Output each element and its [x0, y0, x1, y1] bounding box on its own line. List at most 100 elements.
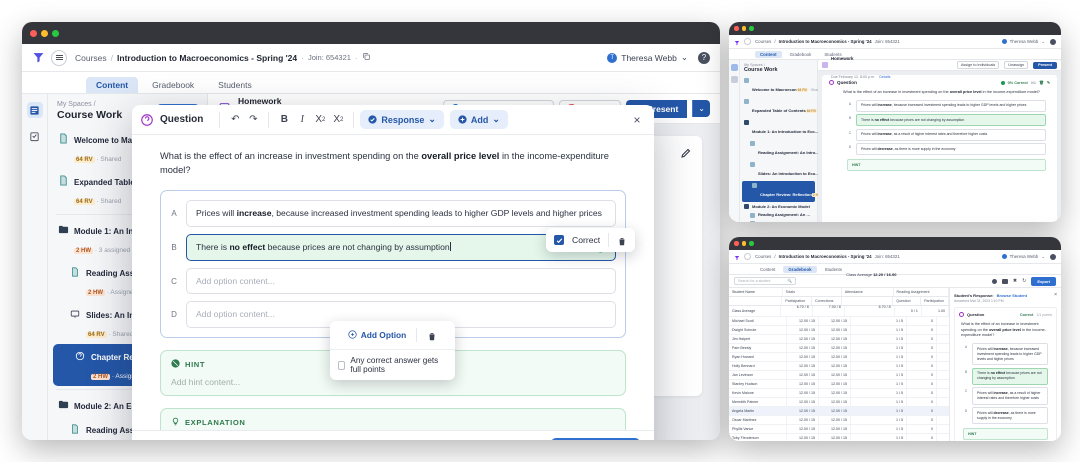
gb-cell-value[interactable]: 1 / 5 [851, 380, 907, 388]
browse-student-link[interactable]: Browse Student [996, 292, 1028, 298]
gb-cell-value[interactable]: 0 [907, 407, 937, 415]
window-close-button[interactable] [734, 26, 739, 31]
mini-tree-item[interactable]: Slides: An Economic Model [740, 219, 817, 222]
rail-content-icon[interactable] [26, 102, 43, 118]
window-maximize-button[interactable] [52, 29, 59, 37]
megaphone-icon[interactable] [488, 440, 500, 441]
gb-cell-value[interactable]: 12.00 / 15 [819, 326, 851, 334]
window-close-button[interactable] [30, 29, 37, 37]
copy-link-icon[interactable] [362, 52, 371, 63]
gb-cell-value[interactable]: 12.00 / 15 [787, 416, 819, 424]
tab-gradebook[interactable]: Gradebook [152, 80, 195, 90]
option-input-c[interactable]: Add option content... [186, 267, 616, 295]
mini-tree-item[interactable]: Module 1: An Introduction to Eco...2 HW … [740, 118, 857, 139]
gb-cell-value[interactable]: 12.00 / 15 [787, 326, 819, 334]
gb-cell-value[interactable]: 12.00 / 15 [819, 407, 851, 415]
gb-col-student-name[interactable]: Student Name [729, 288, 783, 296]
tree-item-expanded-toc[interactable]: Expanded Table of Contents 64 RV · Share… [48, 169, 207, 211]
tab-students[interactable]: Students [218, 80, 252, 90]
tree-item-slides[interactable]: Slides: An Introduction to Eco... 64 RV … [48, 302, 207, 344]
unassign-button[interactable]: Unassign [1004, 61, 1029, 69]
gb-cell-value[interactable]: 12.00 / 15 [819, 353, 851, 361]
columns-icon[interactable] [1001, 278, 1008, 284]
mini-tree-item[interactable]: Expanded Table of Contents64 RV · Shared [740, 97, 831, 118]
gb-cell-value[interactable]: 12.00 / 15 [819, 362, 851, 370]
gb-cell-value[interactable]: 0 [907, 335, 937, 343]
gb-cell-value[interactable]: 0 [907, 362, 937, 370]
gb-cell-value[interactable]: 12.00 / 15 [787, 407, 819, 415]
gb-tab-gradebook[interactable]: Gradebook [783, 265, 817, 273]
window-maximize-button[interactable] [749, 241, 754, 246]
window-minimize-button[interactable] [41, 29, 48, 37]
mini-tree-item[interactable]: Welcome to Macroecon64 RV · Shared [740, 76, 822, 97]
gb-cell-value[interactable]: 0 [907, 344, 937, 352]
close-icon[interactable]: × [1054, 292, 1057, 298]
mini-tree-item[interactable]: Slides: An Introduction to Eco...64 RV ·… [740, 160, 844, 181]
gb-cell-value[interactable]: 12.00 / 15 [787, 335, 819, 343]
mini-details-link[interactable]: Details [879, 75, 891, 79]
gb-breadcrumb-root[interactable]: Courses [755, 254, 772, 259]
undo-button[interactable]: ↶ [231, 114, 240, 125]
gb-cell-value[interactable]: 12.00 / 15 [819, 434, 851, 441]
gb-cell-value[interactable]: 0 [907, 353, 937, 361]
assign-to-individuals-button[interactable]: Assign to individuals [956, 61, 1000, 69]
add-option-button[interactable]: Add Option [348, 329, 406, 341]
gb-cell-value[interactable]: 1 / 5 [851, 407, 907, 415]
filter-icon[interactable]: ✖ [1012, 278, 1018, 284]
tab-content[interactable]: Content [86, 77, 139, 93]
gb-cell-value[interactable]: 1 / 5 [851, 434, 907, 441]
gb-cell-value[interactable]: 12.00 / 15 [819, 425, 851, 433]
menu-toggle-button[interactable] [744, 38, 751, 45]
rail-tasks-icon[interactable] [730, 76, 738, 83]
response-type-button[interactable]: Response ⌄ [360, 110, 444, 129]
export-button[interactable]: Export [1031, 276, 1056, 286]
gb-cell-value[interactable]: 0 [907, 425, 937, 433]
present-dropdown-button[interactable]: ⌄ [692, 100, 710, 117]
menu-toggle-button[interactable] [51, 49, 67, 66]
breadcrumb-courses-link[interactable]: Courses [75, 52, 107, 63]
gb-cell-value[interactable]: 0 [907, 434, 937, 441]
gb-cell-value[interactable]: 12.00 / 15 [787, 380, 819, 388]
gb-cell-value[interactable]: 12.00 / 15 [819, 416, 851, 424]
rail-tasks-icon[interactable] [27, 128, 43, 144]
gb-cell-value[interactable]: 1 / 5 [851, 416, 907, 424]
trash-icon[interactable] [617, 234, 627, 246]
mini-user-menu[interactable]: Theresa Webb ⌄ [1001, 39, 1045, 45]
gb-cell-value[interactable]: 12.00 / 15 [787, 434, 819, 441]
settings-gear-icon[interactable] [991, 278, 997, 284]
gb-cell-value[interactable]: 12.00 / 15 [819, 380, 851, 388]
student-search-input[interactable]: Search for a student 🔍 [734, 277, 796, 285]
menu-toggle-button[interactable] [744, 253, 751, 260]
gb-cell-value[interactable]: 0 [907, 380, 937, 388]
gb-cell-value[interactable]: 1 / 5 [851, 335, 907, 343]
save-question-button[interactable]: Save Question [551, 437, 640, 440]
correct-checkbox[interactable] [554, 235, 564, 245]
mini-tree-item-selected[interactable]: Chapter Review: Reflection2 HW · Assigne… [742, 181, 855, 202]
gb-cell-value[interactable]: 1 / 5 [851, 344, 907, 352]
gb-cell-value[interactable]: 1 / 5 [851, 425, 907, 433]
explanation-section[interactable]: EXPLANATION Add explanation content... [160, 408, 626, 430]
gb-cell-value[interactable]: 12.00 / 15 [819, 317, 851, 325]
gb-cell-value[interactable]: 0 [907, 317, 937, 325]
mini-tree-item[interactable]: Module 2: An Economic Model [740, 202, 817, 211]
help-icon[interactable] [1050, 38, 1056, 45]
gb-cell-value[interactable]: 12.00 / 15 [819, 335, 851, 343]
window-minimize-button[interactable] [741, 241, 746, 246]
mini-breadcrumb-root[interactable]: Courses [755, 39, 772, 44]
option-input-b[interactable]: There is no effect because prices are no… [186, 233, 616, 261]
gb-cell-value[interactable]: 0 [907, 389, 937, 397]
